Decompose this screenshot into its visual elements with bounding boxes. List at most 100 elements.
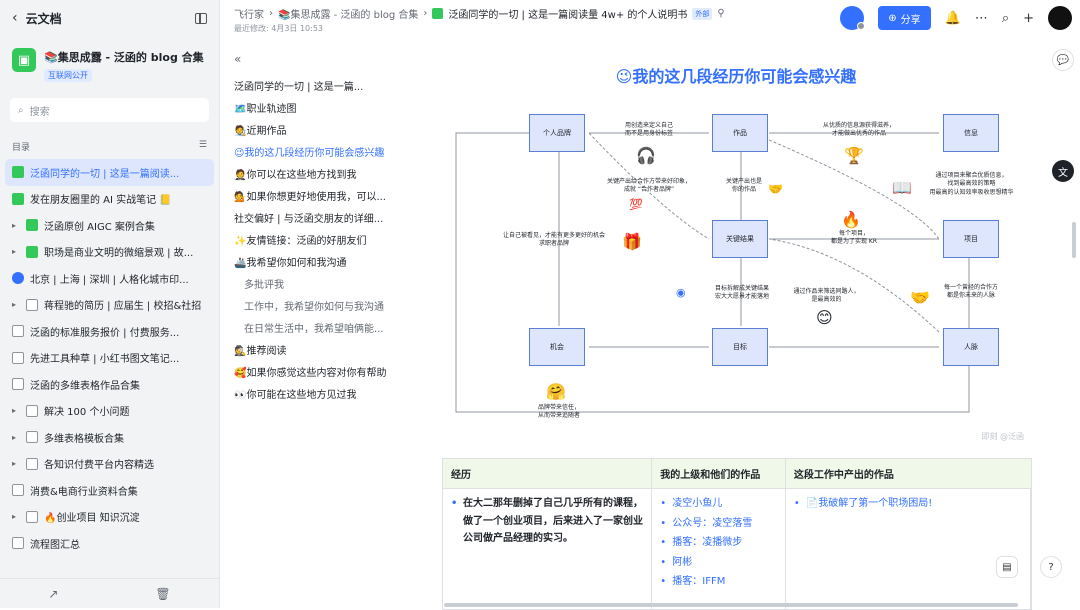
share-label: 分享 [900,14,921,26]
doc-icon [26,457,38,470]
tree-item[interactable]: 流程图汇总 [0,530,219,557]
bell-icon[interactable]: 🔔 [944,10,961,26]
tree-item[interactable]: 先进工具种草 | 小红书图文笔记... [0,345,219,372]
space-name[interactable]: 📚集思成露 - 泛函的 blog 合集 [44,51,204,64]
tree-item-label: 🔥创业项目 知识沉淀 [44,513,140,525]
expand-arrow-icon[interactable]: ▸ [12,406,17,416]
link-item[interactable]: 📄我破解了第一个职场困局! [794,495,1022,513]
tree-item[interactable]: 泛函同学的一切 | 这是一篇阅读... [5,159,214,186]
crumb-item[interactable]: 飞行家 [234,10,264,21]
outline-panel: « 泛函同学的一切 | 这是一篇... 🗺️职业轨迹图 🧑‍🎨近期作品 😉我的这… [220,52,400,404]
pin-icon[interactable]: ⚲ [717,8,725,19]
tree-item[interactable]: ▸ 泛函原创 AIGC 案例合集 [0,212,219,239]
user-logo-icon[interactable] [1048,6,1072,30]
link-item[interactable]: 阿彬 [660,554,777,572]
trophy-icon: 🏆 [844,146,864,165]
diagram-label: 关键产出也是你的作品 [725,178,762,194]
expand-arrow-icon[interactable]: ▸ [12,247,17,257]
outline-item[interactable]: 💁如果你想更好地使用我，可以... [234,191,386,203]
link-item[interactable]: 播客：凌播微步 [660,534,777,552]
doc-action-icon[interactable]: ▤ [996,556,1018,578]
breadcrumb: 飞行家 › 📚集思成露 - 泛函的 blog 合集 › 泛函同学的一切 | 这是… [234,6,725,21]
share-out-icon[interactable]: ↗ [48,586,59,601]
expand-arrow-icon[interactable]: ▸ [12,512,17,522]
tree-item[interactable]: 泛函的多维表格作品合集 [0,371,219,398]
topbar-actions: ⊕分享 🔔 ⋯ ⌕ + [840,6,1072,30]
tree-item-label: 流程图汇总 [30,539,80,551]
plus-icon[interactable]: + [1023,10,1034,26]
outline-item[interactable]: 👀你可能在这些地方见过我 [234,389,357,401]
outline-item[interactable]: 多批评我 [244,279,284,291]
tree-item-label: 泛函同学的一切 | 这是一篇阅读... [30,168,180,180]
node-network: 人脉 [943,328,999,366]
vertical-scrollbar[interactable] [1072,222,1076,258]
tree-item[interactable]: ▸ 🔥创业项目 知识沉淀 [0,504,219,531]
outline-item[interactable]: 🕵️推荐阅读 [234,345,287,357]
tree-item[interactable]: ▸蒋程驰的简历 | 应届生 | 校招&社招 [0,292,219,319]
outline-item[interactable]: ✨友情链接：泛函的好朋友们 [234,235,367,247]
diagram-label: 通过项目来聚合优质信息，找到最高效的策略用最高的认知效率吸收思想精华 [929,172,1014,196]
expand-arrow-icon[interactable]: ▸ [12,300,17,310]
outline-item[interactable]: 🤵你可以在这些地方找到我 [234,169,357,181]
toc-list-icon[interactable]: ☰ [198,140,207,150]
back-arrow-icon[interactable]: ‹ [12,10,18,26]
tree-item[interactable]: 北京 | 上海 | 深圳 | 人格化城市印... [0,265,219,292]
back-label[interactable]: 云文档 [25,11,62,26]
diagram-label: 从优质的信息源获得滋养，才能做出优秀的作品 [822,122,895,138]
share-button[interactable]: ⊕分享 [878,6,931,30]
tree-item[interactable]: ▸解决 100 个小问题 [0,398,219,425]
translate-icon[interactable]: 文 [1052,160,1074,182]
doc-icon [12,537,24,550]
collapse-sidebar-icon[interactable] [195,12,207,24]
help-icon[interactable]: ? [1040,556,1062,578]
node-info: 信息 [943,114,999,152]
hundred-icon: 💯 [629,198,643,211]
outline-item[interactable]: 社交偏好 | 与泛函交朋友的详细... [234,213,384,225]
expand-arrow-icon[interactable]: ▸ [12,220,17,230]
outline-item[interactable]: 🥰如果你感觉这些内容对你有帮助 [234,367,387,379]
space-badge: 互联网公开 [44,69,92,82]
collapse-outline-icon[interactable]: « [234,52,242,66]
experience-table: 经历 我的上级和他们的作品 这段工作中产出的作品 在大二那年删掉了自己几乎所有的… [442,458,1032,610]
smile-icon: 😊 [816,308,833,327]
outline-item[interactable]: 😉我的这几段经历你可能会感兴趣 [234,147,385,159]
handshake-icon: 🤝 [768,182,783,196]
tree-item[interactable]: 发在朋友圈里的 AI 实战笔记 📒 [0,186,219,213]
table-header: 经历 我的上级和他们的作品 这段工作中产出的作品 [443,459,1031,489]
doc-icon [26,510,38,523]
diagram-label: 用创造来定义自己而不是用身份标签 [624,122,673,138]
link-item[interactable]: 公众号：凌空落雪 [660,515,777,533]
crumb-item[interactable]: 泛函同学的一切 | 这是一篇阅读量 4w+ 的个人说明书 [448,10,688,21]
outline-item[interactable]: 🧑‍🎨近期作品 [234,125,287,137]
outline-item[interactable]: 🗺️职业轨迹图 [234,103,297,115]
search-icon[interactable]: ⌕ [1001,10,1010,26]
toc-header: 目录 ☰ [0,130,219,159]
crumb-item[interactable]: 📚集思成露 - 泛函的 blog 合集 [278,10,419,21]
tree-item[interactable]: 泛函的标准服务报价 | 付费服务... [0,318,219,345]
last-modified: 最近修改: 4月3日 10:53 [234,24,324,33]
link-item[interactable]: 播客：IFFM [660,573,777,591]
book-icon: 📖 [892,178,912,197]
tree-item[interactable]: ▸职场是商业文明的微缩景观 | 故... [0,239,219,266]
doc-tree: 泛函同学的一切 | 这是一篇阅读... 发在朋友圈里的 AI 实战笔记 📒 ▸ 泛… [0,159,219,557]
tree-item-label: 发在朋友圈里的 AI 实战笔记 📒 [30,195,172,207]
link-item[interactable]: 凌空小鱼儿 [660,495,777,513]
horizontal-scrollbar[interactable] [444,603,1018,607]
search-placeholder: 搜索 [29,106,50,118]
expand-arrow-icon[interactable]: ▸ [12,459,17,469]
comment-icon[interactable]: 💬 [1052,49,1074,71]
tree-item[interactable]: ▸各知识付费平台内容精选 [0,451,219,478]
outline-item[interactable]: 工作中，我希望你如何与我沟通 [244,301,384,313]
external-badge: 外部 [692,7,713,20]
outline-item[interactable]: 🚢我希望你如何和我沟通 [234,257,347,269]
trash-icon[interactable]: 🗑 [155,586,171,601]
tree-item[interactable]: 消费&电商行业资料合集 [0,477,219,504]
outline-item[interactable]: 在日常生活中，我希望咱俩能... [244,323,384,335]
search-input[interactable]: ⌕ 搜索 [10,98,209,122]
outline-item[interactable]: 泛函同学的一切 | 这是一篇... [234,81,364,93]
expand-arrow-icon[interactable]: ▸ [12,432,17,442]
avatar[interactable] [840,6,866,30]
more-icon[interactable]: ⋯ [974,10,988,26]
tree-item-label: 泛函原创 AIGC 案例合集 [44,221,155,233]
tree-item[interactable]: ▸多维表格模板合集 [0,424,219,451]
